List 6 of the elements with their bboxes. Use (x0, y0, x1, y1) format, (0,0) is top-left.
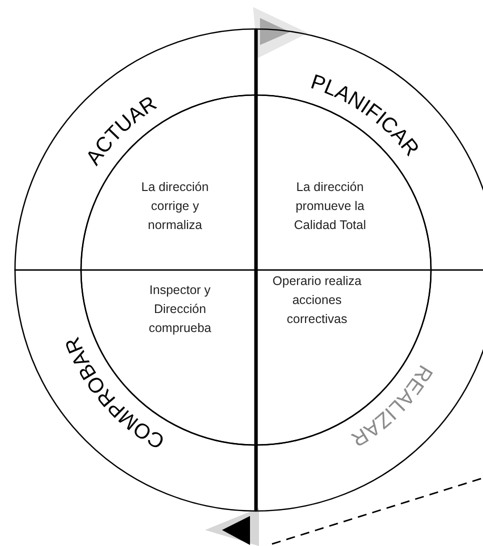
phase-description: Operario realiza acciones correctivas (272, 273, 362, 328)
phase-description: Inspector y Dirección comprueba (148, 282, 212, 336)
phase-description: La dirección promueve la Calidad Total (292, 179, 368, 234)
arrow (205, 508, 259, 546)
phase-description: La dirección corrige y normaliza (140, 179, 210, 234)
arrow (253, 7, 308, 58)
